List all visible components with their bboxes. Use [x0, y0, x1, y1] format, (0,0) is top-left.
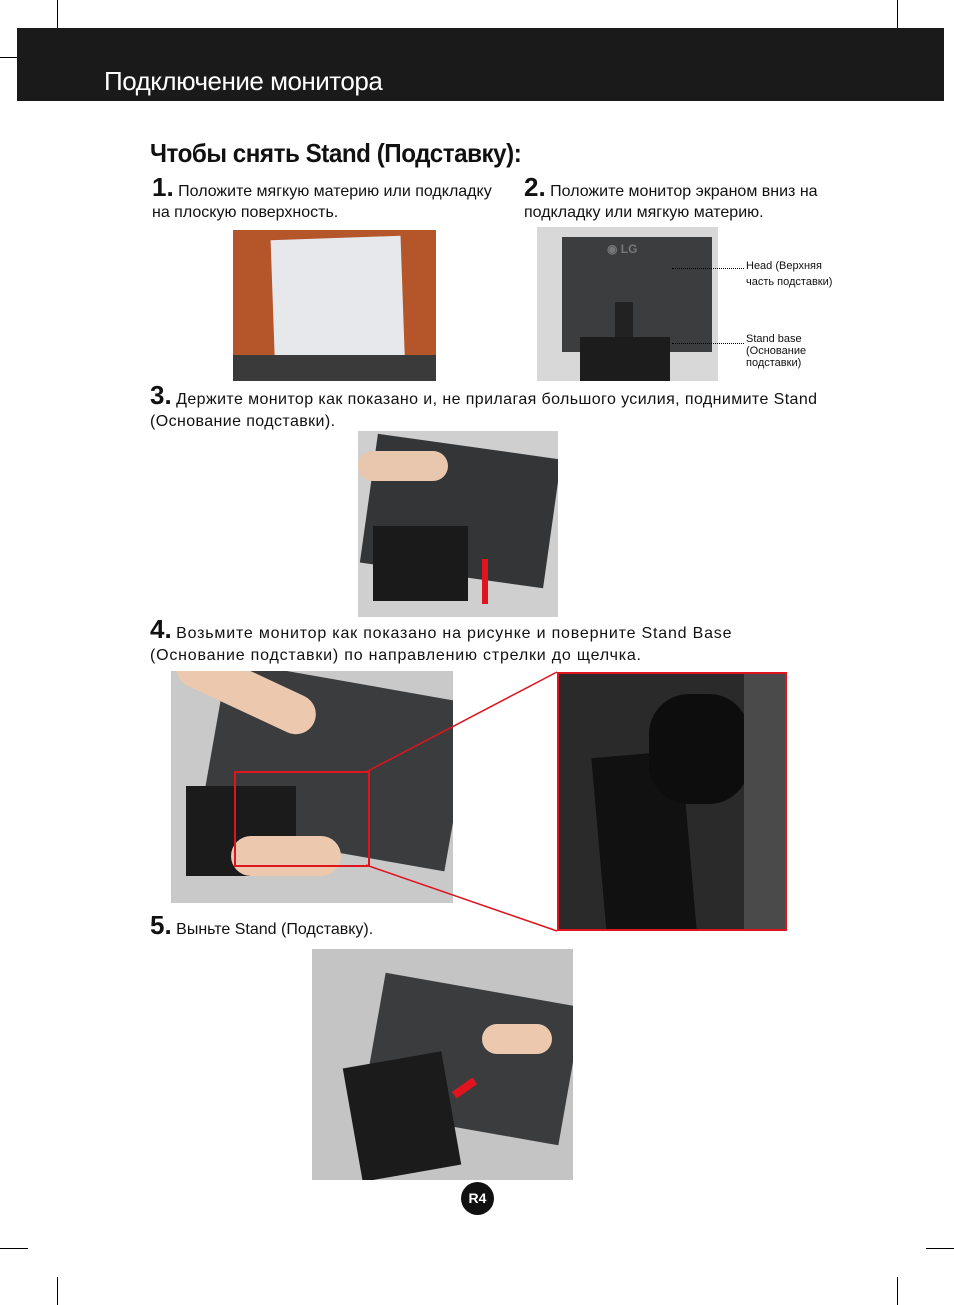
step-1: 1. Положите мягкую материю или подкладку… — [152, 172, 492, 221]
crop-mark — [57, 0, 58, 28]
step-4: 4. Возьмите монитор как показано на рису… — [150, 614, 733, 664]
crop-mark — [897, 0, 898, 28]
photo-rotate-base — [171, 671, 453, 903]
photo-remove-stand — [312, 949, 573, 1180]
photo-zoom-detail — [557, 672, 787, 931]
step-5: 5. Выньте Stand (Подставку). — [150, 910, 374, 940]
step-2: 2. Положите монитор экраном вниз на подк… — [524, 172, 818, 221]
up-arrow-icon — [482, 559, 488, 604]
callout-line — [672, 343, 744, 344]
page-header: Подключение монитора — [17, 28, 944, 101]
section-title: Чтобы снять Stand (Подставку): — [150, 138, 522, 168]
zoom-frame — [234, 771, 370, 867]
step-3: 3. Держите монитор как показано и, не пр… — [150, 380, 818, 430]
crop-mark — [0, 1248, 28, 1249]
callout-line — [672, 268, 744, 269]
callout-head: Head (Верхняя часть подставки) — [746, 260, 833, 288]
header-title: Подключение монитора — [104, 66, 383, 96]
photo-lift-stand — [358, 431, 558, 617]
crop-mark — [0, 57, 17, 58]
crop-mark — [897, 1277, 898, 1305]
lg-logo: ◉ LG — [607, 242, 638, 256]
page-number: R4 — [461, 1182, 494, 1215]
crop-mark — [57, 1277, 58, 1305]
photo-monitor-face-down: ◉ LG — [537, 227, 718, 381]
callout-base: Stand base (Основание подставки) — [746, 333, 807, 369]
photo-cloth-on-table — [233, 230, 436, 381]
crop-mark — [926, 1248, 954, 1249]
